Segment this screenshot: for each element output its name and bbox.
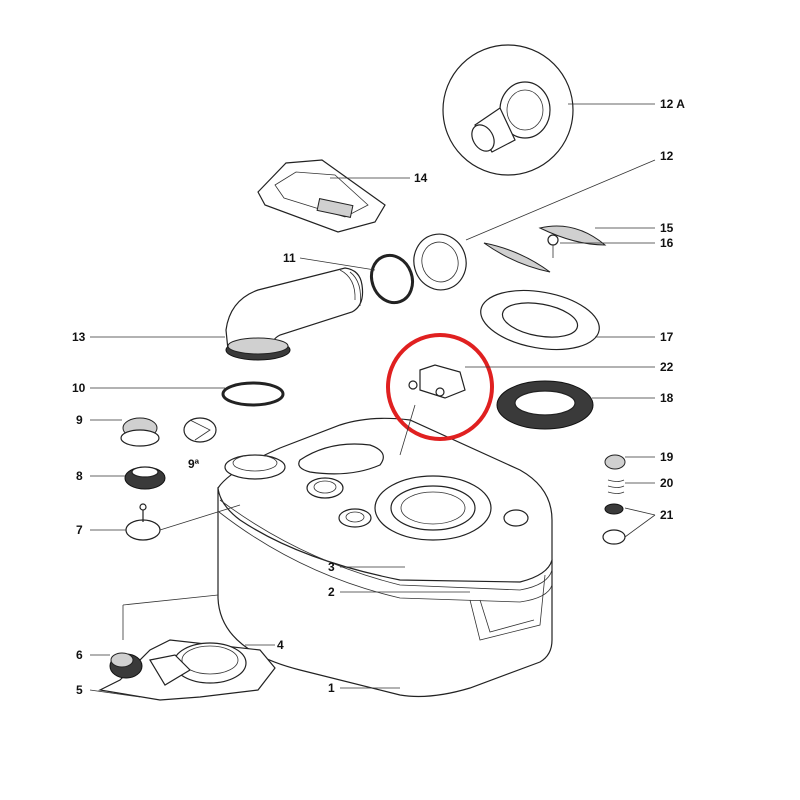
label-11: 11 — [283, 251, 296, 265]
label-16: 16 — [660, 236, 674, 250]
label-15: 15 — [660, 221, 674, 235]
part-labels: 12 A 12 14 11 15 16 17 22 18 19 20 21 13… — [72, 97, 685, 697]
small-parts — [120, 417, 626, 545]
pour-out-spout — [221, 267, 364, 407]
label-22: 22 — [660, 360, 674, 374]
label-9: 9 — [76, 413, 83, 427]
label-8: 8 — [76, 469, 83, 483]
label-10: 10 — [72, 381, 86, 395]
level-sensor-part-22 — [386, 333, 494, 441]
blade-plate — [480, 225, 607, 430]
label-5: 5 — [76, 683, 83, 697]
label-21: 21 — [660, 508, 674, 522]
slide-valve-assembly — [98, 639, 276, 701]
label-14: 14 — [414, 171, 428, 185]
cassette-tank — [217, 417, 553, 698]
label-19: 19 — [660, 450, 674, 464]
label-13: 13 — [72, 330, 86, 344]
label-20: 20 — [660, 476, 674, 490]
highlight-circle — [386, 333, 494, 441]
label-7: 7 — [76, 523, 83, 537]
label-9a: 9ª — [188, 457, 200, 471]
label-4: 4 — [277, 638, 284, 652]
lid-cover — [257, 159, 386, 233]
label-17: 17 — [660, 330, 674, 344]
label-12: 12 — [660, 149, 674, 163]
label-2: 2 — [328, 585, 335, 599]
seal-and-nut — [369, 233, 467, 305]
label-12a: 12 A — [660, 97, 685, 111]
leader-lines — [89, 103, 656, 698]
label-6: 6 — [76, 648, 83, 662]
detail-12a — [442, 44, 574, 176]
label-18: 18 — [660, 391, 674, 405]
label-1: 1 — [328, 681, 335, 695]
label-3: 3 — [328, 560, 335, 574]
